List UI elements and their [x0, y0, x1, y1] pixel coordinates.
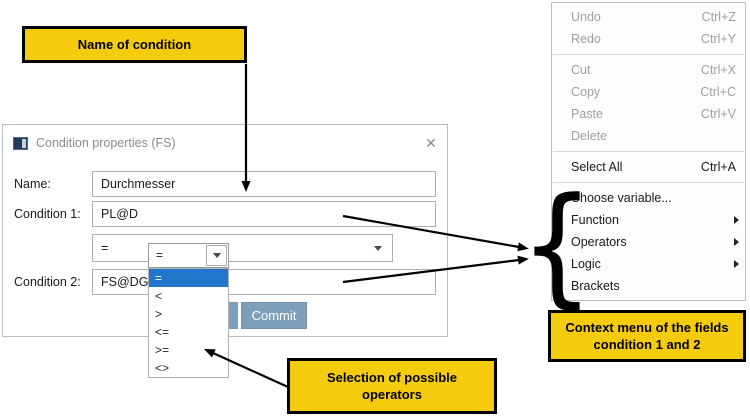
menu-item-label: Redo — [571, 32, 601, 46]
operator-dropdown-value: = — [156, 248, 164, 262]
chevron-down-icon[interactable] — [374, 246, 382, 251]
menu-separator — [553, 151, 744, 152]
menu-item-label: Delete — [571, 129, 608, 143]
callout-text: condition 1 and 2 — [593, 337, 701, 352]
context-menu: Undo Ctrl+Z Redo Ctrl+Y Cut Ctrl+X Copy … — [551, 2, 746, 301]
menu-item-shortcut: Ctrl+Z — [701, 10, 736, 24]
operator-option[interactable]: <= — [149, 323, 228, 341]
callout-context-menu: Context menu of the fields condition 1 a… — [548, 310, 746, 362]
menu-item: Delete — [552, 125, 745, 147]
menu-item-label: Choose variable... — [571, 191, 672, 205]
operator-combobox[interactable]: = — [92, 234, 393, 262]
menu-item-label: Copy — [571, 85, 601, 99]
callout-text: Selection of possible — [326, 370, 458, 385]
condition1-label: Condition 1: — [14, 207, 81, 221]
menu-item-label: Function — [571, 213, 619, 227]
operator-option[interactable]: = — [149, 269, 228, 287]
submenu-arrow-icon — [734, 238, 739, 246]
name-input[interactable]: Durchmesser — [92, 171, 436, 197]
operator-option-label: > — [155, 307, 163, 321]
chevron-down-icon — [212, 253, 221, 258]
dropdown-arrow-button[interactable] — [206, 245, 227, 266]
curly-brace: { — [520, 180, 594, 310]
condition1-input[interactable]: PL@D — [92, 201, 436, 227]
submenu-arrow-icon — [734, 216, 739, 224]
commit-button[interactable]: Commit — [241, 302, 307, 329]
menu-separator — [553, 54, 744, 55]
operator-option-label: <> — [155, 361, 170, 375]
callout-text: Name of condition — [77, 37, 192, 52]
operator-option-label: < — [155, 289, 163, 303]
close-icon[interactable]: ✕ — [425, 135, 437, 151]
menu-item-shortcut: Ctrl+Y — [700, 32, 736, 46]
menu-item-shortcut: Ctrl+A — [700, 160, 736, 174]
operator-option[interactable]: <> — [149, 359, 228, 377]
menu-item: Copy Ctrl+C — [552, 81, 745, 103]
window-icon — [13, 137, 28, 150]
operator-option-label: >= — [155, 343, 170, 357]
menu-item[interactable]: Brackets — [552, 275, 745, 297]
menu-item-label: Brackets — [571, 279, 620, 293]
callout-text: operators — [362, 387, 422, 402]
name-label: Name: — [14, 177, 51, 191]
operator-combobox-value: = — [101, 241, 109, 255]
callout-selection-of-operators: Selection of possible operators — [287, 358, 497, 414]
operator-option[interactable]: < — [149, 287, 228, 305]
menu-item-label: Cut — [571, 63, 591, 77]
menu-item: Undo Ctrl+Z — [552, 6, 745, 28]
operator-options-list: = < > <= >= <> — [148, 268, 229, 378]
menu-item-label: Undo — [571, 10, 601, 24]
menu-item: Redo Ctrl+Y — [552, 28, 745, 50]
menu-item[interactable]: Choose variable... — [552, 187, 745, 209]
condition2-input[interactable]: FS@DG — [92, 269, 436, 295]
menu-item: Paste Ctrl+V — [552, 103, 745, 125]
menu-item[interactable]: Select All Ctrl+A — [552, 156, 745, 178]
menu-item-shortcut: Ctrl+C — [700, 85, 736, 99]
operator-dropdown-combobox[interactable]: = — [148, 243, 229, 268]
menu-item-label: Select All — [571, 160, 623, 174]
hidden-button-edge[interactable] — [229, 302, 238, 329]
callout-text: Context menu of the fields — [565, 320, 729, 335]
dialog-title-bar[interactable]: Condition properties (FS) ✕ — [3, 125, 447, 157]
operator-option-label: <= — [155, 325, 170, 339]
submenu-arrow-icon — [734, 260, 739, 268]
operator-option-label: = — [155, 271, 163, 285]
menu-item[interactable]: Logic — [552, 253, 745, 275]
callout-name-of-condition: Name of condition — [22, 26, 247, 63]
condition2-label: Condition 2: — [14, 275, 81, 289]
menu-item[interactable]: Function — [552, 209, 745, 231]
dialog-title: Condition properties (FS) — [36, 136, 176, 150]
menu-item-label: Logic — [571, 257, 601, 271]
menu-separator — [553, 182, 744, 183]
operator-option[interactable]: > — [149, 305, 228, 323]
menu-item-label: Paste — [571, 107, 603, 121]
menu-item[interactable]: Operators — [552, 231, 745, 253]
menu-item-shortcut: Ctrl+X — [700, 63, 736, 77]
menu-item-label: Operators — [571, 235, 627, 249]
menu-item-shortcut: Ctrl+V — [700, 107, 736, 121]
operator-option[interactable]: >= — [149, 341, 228, 359]
menu-item: Cut Ctrl+X — [552, 59, 745, 81]
